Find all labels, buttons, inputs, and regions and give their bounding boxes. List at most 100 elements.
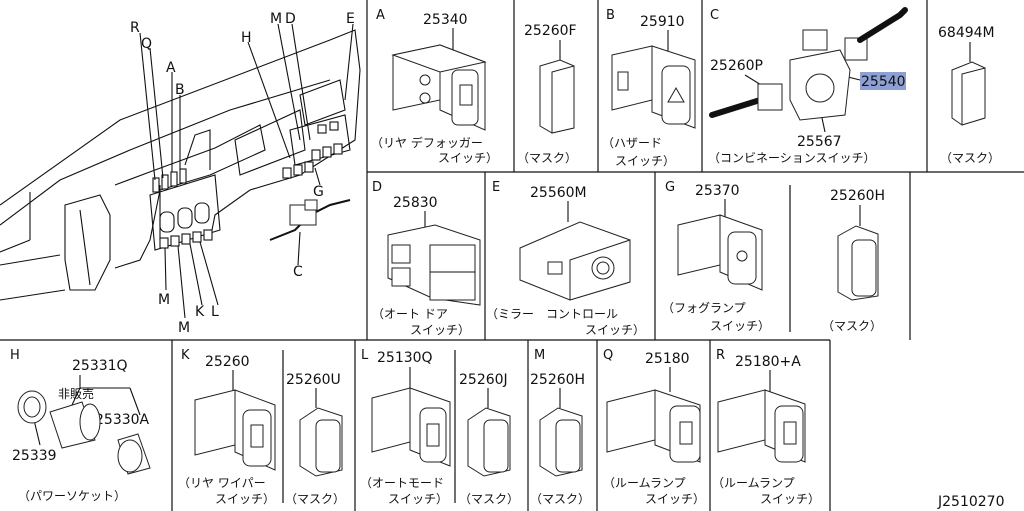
section-l-letter: L bbox=[361, 348, 369, 363]
mask-25260H-m-drawing bbox=[539, 407, 583, 477]
part-25260H-m-caption: （マスク） bbox=[530, 492, 590, 506]
hazard-switch-drawing bbox=[611, 45, 696, 129]
mask-25260U-drawing bbox=[299, 407, 343, 477]
section-r-letter: R bbox=[716, 348, 725, 363]
part-25130Q-caption-1: （オートモード bbox=[360, 476, 444, 490]
part-25340-caption-2: スイッチ） bbox=[438, 151, 498, 165]
section-k: K 25260 （リヤ ワイパー スイッチ） 25260U （マスク） bbox=[178, 348, 345, 506]
callout-g: G bbox=[313, 184, 324, 200]
part-25180-caption-1: （ルームランプ bbox=[603, 476, 686, 490]
section-d: D 25830 （オート ドア スイッチ） bbox=[372, 180, 481, 337]
part-25910-caption-2: スイッチ） bbox=[615, 154, 675, 168]
callout-r: R bbox=[130, 20, 140, 36]
callout-h: H bbox=[241, 30, 252, 46]
part-25130Q-number: 25130Q bbox=[377, 350, 433, 366]
part-25180-caption-2: スイッチ） bbox=[645, 492, 705, 506]
part-25540-number: 25540 bbox=[861, 74, 906, 90]
mask-25260F-drawing bbox=[539, 59, 575, 134]
section-a: A 25340 （リヤ デフォッガー スイッチ） 25260F （マスク） bbox=[371, 8, 577, 165]
part-25567-caption: （コンビネーションスイッチ） bbox=[708, 151, 876, 165]
callout-l: L bbox=[211, 304, 219, 320]
callout-m-top: M bbox=[270, 11, 282, 27]
part-25340-caption-1: （リヤ デフォッガー bbox=[371, 135, 483, 150]
part-25560M-number: 25560M bbox=[530, 185, 587, 201]
part-25260P-number: 25260P bbox=[710, 58, 763, 74]
highlight-25540 bbox=[860, 72, 906, 90]
room-lamp-switch-q-drawing bbox=[606, 389, 701, 463]
part-25910-caption-1: （ハザード bbox=[602, 136, 662, 150]
combination-switch-drawing bbox=[709, 7, 908, 121]
part-25910-number: 25910 bbox=[640, 14, 685, 30]
callout-c: C bbox=[293, 264, 303, 280]
section-h: H 25331Q 非販売 25330A 25339 （パワーソケット） bbox=[10, 348, 151, 503]
part-25567-number: 25567 bbox=[797, 134, 842, 150]
callout-k: K bbox=[195, 304, 205, 320]
part-25260J-number: 25260J bbox=[459, 372, 508, 388]
mask-68494M-drawing bbox=[951, 61, 986, 126]
part-25260J-caption: （マスク） bbox=[459, 492, 519, 506]
dashboard-overview bbox=[0, 23, 361, 319]
section-k-letter: K bbox=[181, 348, 190, 363]
callout-b: B bbox=[175, 82, 185, 98]
section-mask-68494M: 68494M （マスク） bbox=[938, 25, 1000, 165]
part-25180A-caption-1: （ルームランプ bbox=[712, 476, 795, 490]
part-25370-number: 25370 bbox=[695, 183, 740, 199]
part-25260-caption-2: スイッチ） bbox=[215, 492, 275, 506]
part-25260-caption-1: （リヤ ワイパー bbox=[178, 476, 266, 490]
callout-m-bottom: M bbox=[178, 320, 190, 336]
rear-defogger-switch-drawing bbox=[391, 44, 487, 131]
part-25330A-number: 25330A bbox=[95, 412, 150, 428]
part-25560M-caption-1: （ミラー コントロール bbox=[486, 307, 618, 321]
part-68494M-number: 68494M bbox=[938, 25, 995, 41]
section-l: L 25130Q （オートモード スイッチ） 25260J （マスク） bbox=[360, 348, 519, 506]
part-25130Q-caption-2: スイッチ） bbox=[388, 492, 448, 506]
callout-q: Q bbox=[141, 36, 152, 52]
room-lamp-switch-r-drawing bbox=[717, 389, 806, 463]
part-25260F-caption: （マスク） bbox=[517, 151, 577, 165]
fog-lamp-switch-drawing bbox=[677, 214, 763, 291]
callout-d: D bbox=[285, 11, 296, 27]
section-m: M 25260H （マスク） bbox=[530, 348, 590, 506]
part-25180A-number: 25180+A bbox=[735, 354, 801, 370]
part-25260H-caption: （マスク） bbox=[822, 319, 882, 333]
section-a-letter: A bbox=[376, 8, 385, 23]
diagram-code: J2510270 bbox=[937, 494, 1004, 510]
part-25830-caption-2: スイッチ） bbox=[410, 323, 470, 337]
section-e: E 25560M （ミラー コントロール スイッチ） bbox=[486, 180, 645, 337]
mask-25260H-drawing bbox=[837, 225, 879, 301]
part-25260U-caption: （マスク） bbox=[285, 492, 345, 506]
section-g: G 25370 （フォグランプ スイッチ） 25260H （マスク） bbox=[662, 180, 885, 333]
part-25260F-number: 25260F bbox=[524, 23, 577, 39]
section-r: R 25180+A （ルームランプ スイッチ） bbox=[712, 348, 820, 506]
section-c: C 25260P 25540 25567 （コンビネーションスイッチ） bbox=[708, 7, 908, 165]
section-d-letter: D bbox=[372, 180, 382, 195]
part-68494M-caption: （マスク） bbox=[940, 151, 1000, 165]
part-25830-caption-1: （オート ドア bbox=[372, 307, 448, 321]
auto-door-switch-drawing bbox=[387, 224, 481, 306]
section-g-letter: G bbox=[665, 180, 675, 195]
callout-m-left: M bbox=[158, 292, 170, 308]
part-25180-number: 25180 bbox=[645, 351, 690, 367]
part-25260H-number: 25260H bbox=[830, 188, 885, 204]
section-m-letter: M bbox=[534, 348, 545, 363]
part-not-for-sale-label: 非販売 bbox=[58, 386, 94, 401]
section-q-letter: Q bbox=[603, 348, 613, 363]
part-25370-caption-1: （フォグランプ bbox=[662, 301, 746, 315]
section-e-letter: E bbox=[492, 180, 500, 195]
part-25560M-caption-2: スイッチ） bbox=[585, 323, 645, 337]
mirror-control-switch-drawing bbox=[519, 221, 631, 301]
part-25260H-m-number: 25260H bbox=[530, 372, 585, 388]
part-25260U-number: 25260U bbox=[286, 372, 341, 388]
rear-wiper-switch-drawing bbox=[194, 389, 276, 471]
auto-mode-switch-drawing bbox=[371, 387, 451, 467]
section-b-letter: B bbox=[606, 8, 615, 23]
part-25331Q-number: 25331Q bbox=[72, 358, 128, 374]
part-25830-number: 25830 bbox=[393, 195, 438, 211]
power-socket-caption: （パワーソケット） bbox=[18, 489, 126, 503]
overview-callout-labels: R Q A B M D E H G C M K L M bbox=[130, 11, 355, 336]
part-25339-number: 25339 bbox=[12, 448, 57, 464]
part-25370-caption-2: スイッチ） bbox=[710, 319, 770, 333]
